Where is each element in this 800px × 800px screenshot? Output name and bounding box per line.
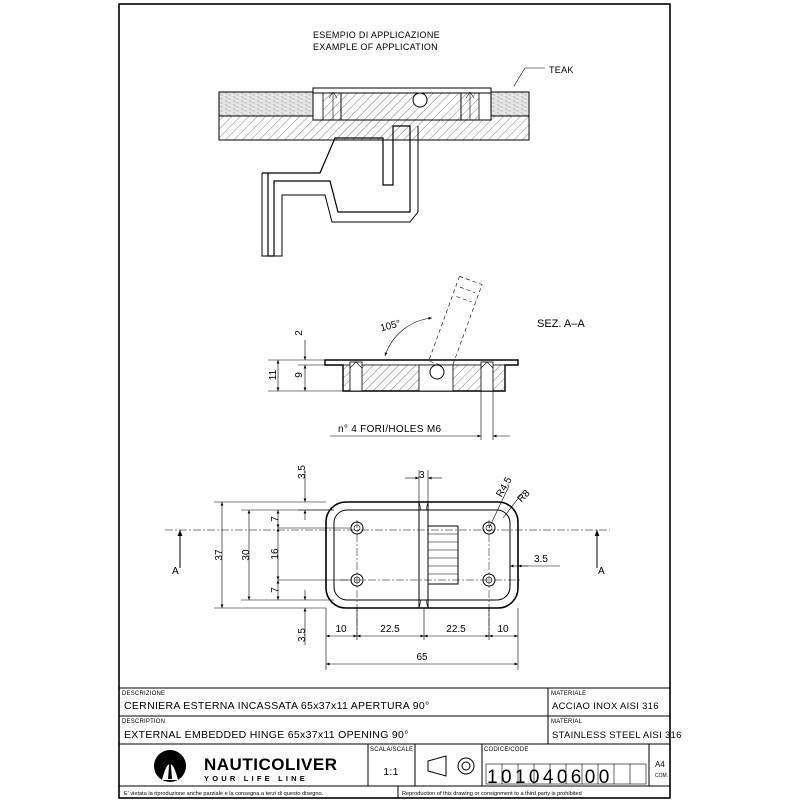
code-label: CODICE/CODE (484, 747, 529, 753)
application-view: ESEMPIO DI APPLICAZIONE EXAMPLE OF APPLI… (218, 30, 574, 257)
section-view: SEZ. A–A 105° 11 9 2 n° 4 FORI/HOLES M (268, 275, 585, 440)
description-en: EXTERNAL EMBEDDED HINGE 65x37x11 OPENING… (124, 729, 409, 741)
dim-slot: 3 (419, 470, 425, 481)
desc-label-en: DESCRIPTION (122, 719, 165, 725)
title-block: DESCRIZIONE CERNIERA ESTERNA INCASSATA 6… (119, 687, 682, 798)
dim-margin-bottom: 3.5 (297, 628, 308, 642)
hinge-plan-outline (325, 501, 519, 609)
dim-flange-height: 2 (294, 330, 305, 336)
dim-right-offset: 3.5 (534, 554, 548, 565)
sheet-border (118, 3, 671, 799)
dim-hole-bottom: 7 (270, 587, 281, 593)
projection-symbol-icon (427, 755, 475, 777)
hatch-lid-profile (262, 125, 411, 257)
open-leaf-outline (428, 275, 483, 370)
description-it: CERNIERA ESTERNA INCASSATA 65x37x11 APER… (124, 700, 430, 712)
dim-height-total: 37 (214, 549, 225, 561)
dim-hole-spacing: 16 (270, 548, 281, 560)
copyright-notice-en: Reproduction of this drawing or consignm… (402, 791, 582, 797)
dim-body-height: 9 (294, 372, 305, 378)
section-mark-left: A (172, 566, 179, 577)
dim-edge-right: 10 (497, 624, 509, 635)
application-title-it: ESEMPIO DI APPLICAZIONE (313, 30, 440, 40)
sheet-format-sub: COM. (655, 773, 668, 779)
sheet-format: A4 (655, 760, 665, 769)
plan-view: A A 37 30 7 16 (165, 465, 610, 670)
holes-note: n° 4 FORI/HOLES M6 (338, 424, 441, 435)
dim-total-height: 11 (268, 369, 279, 380)
drawing-code: 101040600 (487, 767, 613, 788)
dim-hole-top: 7 (270, 516, 281, 522)
dim-edge-left: 10 (335, 624, 347, 635)
teak-label: TEAK (549, 65, 574, 75)
brand-name: NAUTICOLIVER (204, 755, 338, 774)
desc-label-it: DESCRIZIONE (122, 691, 165, 697)
material-en: STAINLESS STEEL AISI 316 (552, 730, 682, 741)
dim-pitch-left: 22.5 (380, 624, 400, 635)
brand-tagline: YOUR LIFE LINE (204, 774, 308, 783)
material-label-en: MATERIAL (551, 719, 583, 725)
copyright-notice-it: E' vietata la riproduzione anche parzial… (124, 791, 324, 797)
angle-arc (384, 316, 433, 357)
dim-radius-large: R8 (516, 488, 533, 505)
angle-label: 105° (379, 318, 402, 334)
brand-logo: NAUTICOLIVER YOUR LIFE LINE (154, 750, 338, 783)
dim-pitch-right: 22.5 (446, 624, 466, 635)
scale-value: 1:1 (383, 766, 399, 778)
dim-margin-top: 3.5 (297, 465, 308, 479)
scale-label: SCALA/SCALE (370, 747, 413, 753)
application-title-en: EXAMPLE OF APPLICATION (313, 42, 438, 52)
teak-leader (513, 67, 545, 87)
material-label-it: MATERIALE (551, 691, 586, 697)
section-mark-right: A (598, 566, 605, 577)
dim-height-inner: 30 (241, 549, 252, 561)
dim-radius-small: R4.5 (494, 475, 514, 499)
dim-length-total: 65 (416, 652, 428, 663)
material-it: ACCIAO INOX AISI 316 (552, 701, 659, 712)
section-title: SEZ. A–A (537, 318, 585, 330)
